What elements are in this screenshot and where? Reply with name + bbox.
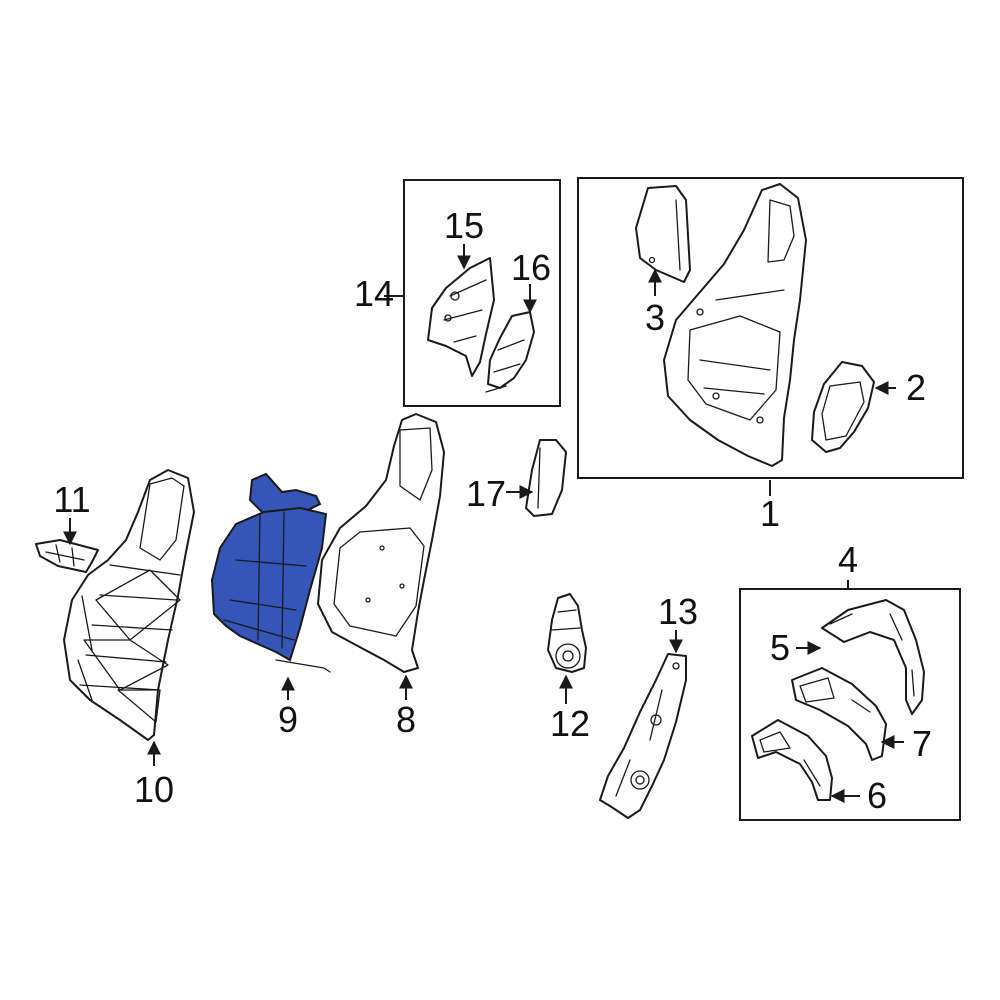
part-10-backrest-cover[interactable]	[63, 469, 195, 741]
callout-7: 7	[912, 723, 932, 764]
callout-4: 4	[838, 539, 858, 580]
part-1-backrest-frame[interactable]	[663, 183, 807, 467]
callout-8: 8	[396, 699, 416, 740]
part-6-trim-panel[interactable]	[751, 719, 833, 801]
part-16-side-cover[interactable]	[485, 311, 535, 393]
callout-11: 11	[53, 479, 90, 520]
callout-5: 5	[770, 627, 790, 668]
group-box-14	[403, 179, 561, 407]
callout-14: 14	[354, 273, 394, 314]
part-2-lumbar-pad[interactable]	[811, 361, 875, 453]
callout-12: 12	[550, 703, 590, 744]
callout-1: 1	[760, 493, 780, 534]
part-15-side-trim[interactable]	[427, 257, 495, 377]
part-7-trim-panel[interactable]	[791, 667, 887, 761]
group-box-4	[739, 588, 961, 821]
part-8-backrest-frame[interactable]	[317, 413, 445, 673]
callout-15: 15	[444, 205, 484, 246]
group-box-1	[577, 177, 964, 479]
callout-6: 6	[867, 775, 887, 816]
callout-10: 10	[134, 769, 174, 810]
part-5-side-shield[interactable]	[821, 599, 925, 715]
part-11-bracket[interactable]	[35, 539, 99, 573]
callout-13: 13	[658, 591, 698, 632]
callout-9: 9	[278, 699, 298, 740]
part-3-headrest-panel[interactable]	[635, 185, 691, 283]
callout-3: 3	[645, 297, 665, 338]
part-9-backrest-pad[interactable]	[210, 472, 331, 673]
part-17-side-cap[interactable]	[525, 439, 567, 517]
part-13-side-bracket[interactable]	[599, 653, 687, 819]
callout-2: 2	[906, 367, 926, 408]
callout-16: 16	[511, 247, 551, 288]
callout-17: 17	[466, 473, 506, 514]
part-12-recliner-motor[interactable]	[547, 593, 587, 673]
